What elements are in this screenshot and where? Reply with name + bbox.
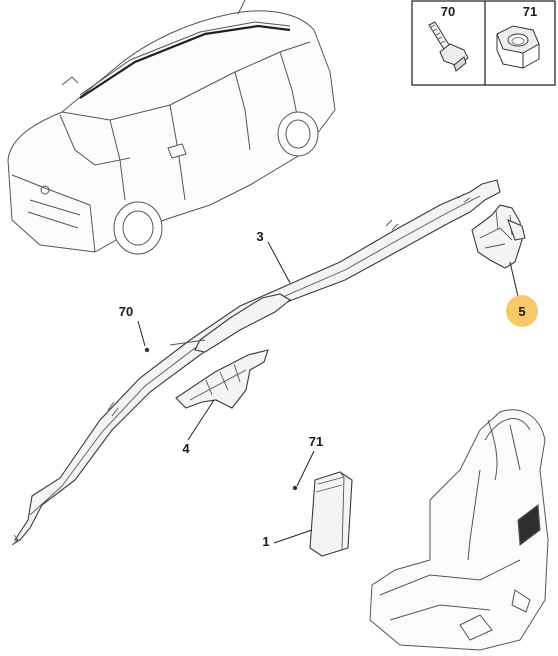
- curtain-airbag-part-3: [11, 179, 501, 546]
- legend-ref-70: 70: [441, 4, 455, 19]
- bracket-part-5: [471, 204, 526, 269]
- front-seat-illustration: [369, 409, 549, 651]
- callout-label-1: 1: [262, 534, 269, 549]
- seat-airbag-part-1: [292, 471, 353, 557]
- callout-highlight-5: [506, 295, 538, 327]
- bracket-part-4: [175, 349, 269, 409]
- callout-label-70: 70: [119, 304, 133, 319]
- callout-label-5: 5: [518, 304, 525, 319]
- callout-label-4: 4: [182, 441, 190, 456]
- fastener-legend-box: 70 71: [411, 0, 556, 86]
- callout-label-3: 3: [256, 229, 263, 244]
- legend-ref-71: 71: [523, 4, 537, 19]
- car-illustration: [7, 0, 336, 255]
- callout-label-71: 71: [309, 434, 323, 449]
- bolt-icon: [428, 21, 469, 72]
- fastener-70-dot: [144, 347, 150, 353]
- nut-icon: [496, 25, 540, 69]
